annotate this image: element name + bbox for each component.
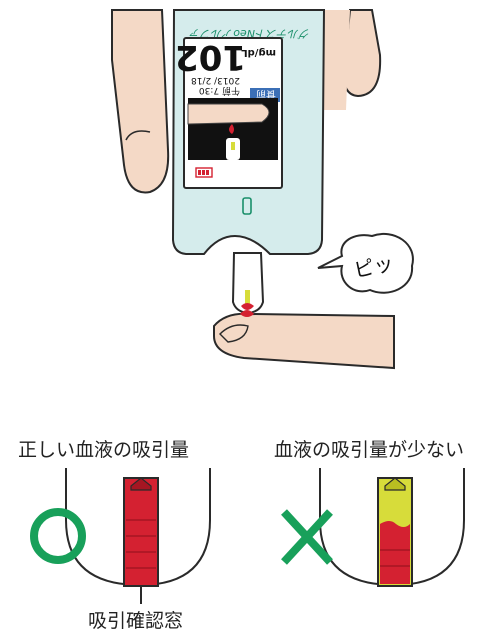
time-label: 午前 7:30 <box>199 85 240 97</box>
glucose-reading: 102 <box>175 37 246 77</box>
test-strip <box>231 252 265 315</box>
strip-slot-icon <box>242 197 252 215</box>
incorrect-cross-mark <box>281 509 333 565</box>
holding-hand <box>111 9 382 194</box>
insufficient-volume-illustration <box>281 468 465 587</box>
date-label: 2013/ 2/18 <box>191 75 240 85</box>
meal-tag: 食前 <box>256 88 276 101</box>
correct-circle-mark <box>30 508 86 564</box>
speech-bubble: ピッ <box>317 233 414 294</box>
pricked-finger <box>213 310 395 370</box>
brand-label: グルテストNeoアルファ <box>189 27 310 40</box>
battery-icon <box>195 167 213 178</box>
correct-volume-label: 正しい血液の吸引量 <box>18 439 190 461</box>
insufficient-volume-label: 血液の吸引量が少ない <box>274 439 465 461</box>
glucose-meter: グルテストNeoアルファ mg/dL 102 食前 午前 7:30 2013/ … <box>171 9 326 255</box>
unit-label: mg/dL <box>241 47 276 58</box>
correct-volume-illustration <box>30 468 211 604</box>
confirmation-window-label: 吸引確認窓 <box>88 610 184 632</box>
